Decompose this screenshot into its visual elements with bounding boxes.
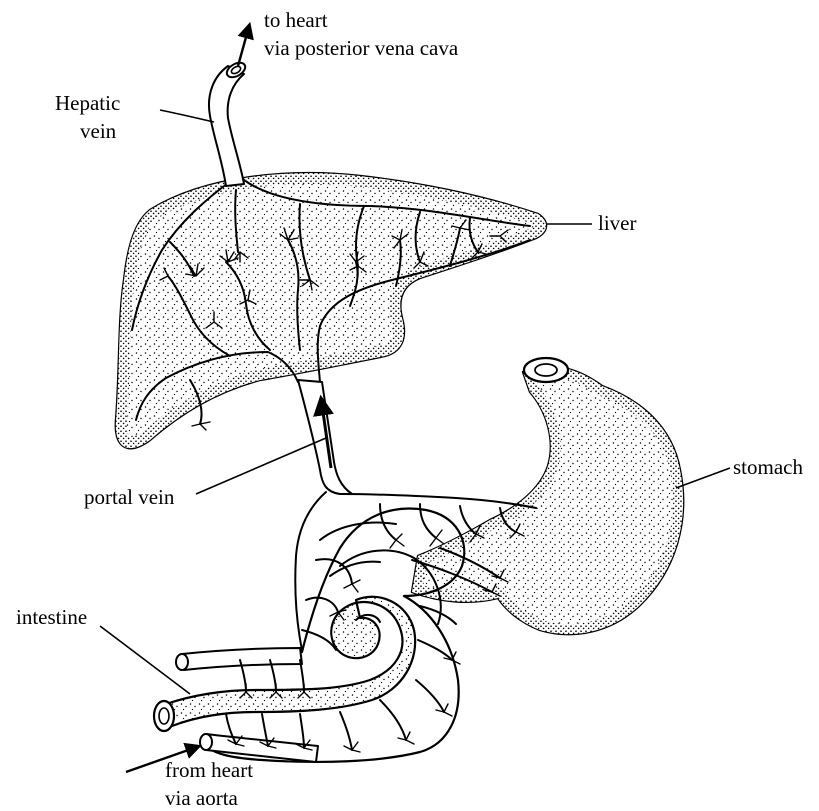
label-via-posterior-vena-cava: via posterior vena cava [264,36,459,60]
label-from-heart: from heart [165,758,253,782]
liver [116,173,546,448]
label-intestine: intestine [16,605,87,629]
label-via-aorta: via aorta [165,786,239,810]
hepatic-leader [160,110,214,122]
label-vein: vein [80,119,117,143]
label-liver: liver [598,211,636,235]
arrow-to-heart [238,30,248,66]
stomach [412,358,683,634]
label-to-heart: to heart [264,8,328,32]
label-hepatic: Hepatic [55,91,120,115]
label-portal-vein: portal vein [84,485,175,509]
stomach-leader [676,468,730,488]
portal-vein-leader [196,438,326,494]
intestine [126,504,524,772]
label-stomach: stomach [733,455,803,479]
hepatic-vein [209,30,248,186]
